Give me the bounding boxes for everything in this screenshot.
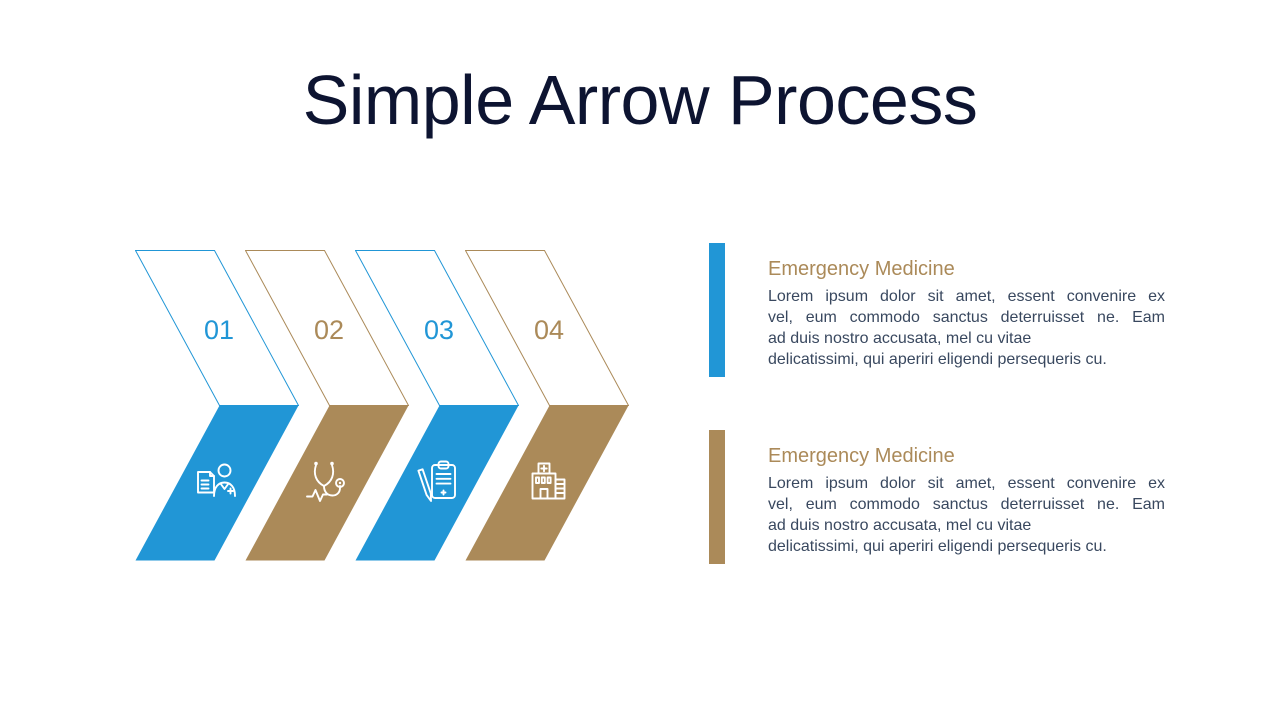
chevron-arrow-shape <box>465 250 629 561</box>
step-number: 02 <box>313 315 345 345</box>
process-step-3: 03 <box>355 250 519 561</box>
chevron-bottom-half <box>135 405 299 561</box>
hospital-building-icon <box>531 462 566 500</box>
body-line: delicatissimi, qui aperiri eligendi pers… <box>768 351 1107 368</box>
info-card-1: Emergency Medicine Lorem ipsum dolor sit… <box>709 243 1165 383</box>
accent-bar <box>709 243 725 377</box>
slide-title: Simple Arrow Process <box>302 61 978 139</box>
body-line: delicatissimi, qui aperiri eligendi pers… <box>768 538 1107 555</box>
process-step-4: 04 <box>465 250 629 561</box>
clipboard-pen-icon <box>417 460 456 502</box>
step-number: 03 <box>423 315 455 345</box>
chevron-arrow-shape <box>135 250 299 561</box>
doctor-report-icon <box>197 463 236 497</box>
step-number: 04 <box>533 315 565 345</box>
info-card-2: Emergency Medicine Lorem ipsum dolor sit… <box>709 430 1165 570</box>
card-body: Lorem ipsum dolor sit amet, essent conve… <box>768 286 1165 370</box>
body-line: Lorem ipsum dolor sit amet, essent conve… <box>768 475 1165 492</box>
card-body: Lorem ipsum dolor sit amet, essent conve… <box>768 473 1165 557</box>
accent-bar <box>709 430 725 564</box>
body-line: ad duis nostro accusata, mel cu vitae <box>768 517 1032 534</box>
process-step-2: 02 <box>245 250 409 561</box>
body-line: vel, eum commodo sanctus deterruisset ne… <box>768 309 1165 326</box>
card-title: Emergency Medicine <box>768 258 955 280</box>
body-line: vel, eum commodo sanctus deterruisset ne… <box>768 496 1165 513</box>
stethoscope-icon <box>306 461 345 502</box>
card-title: Emergency Medicine <box>768 445 955 467</box>
body-line: ad duis nostro accusata, mel cu vitae <box>768 330 1032 347</box>
step-number: 01 <box>203 315 235 345</box>
body-line: Lorem ipsum dolor sit amet, essent conve… <box>768 288 1165 305</box>
process-step-1: 01 <box>135 250 299 561</box>
